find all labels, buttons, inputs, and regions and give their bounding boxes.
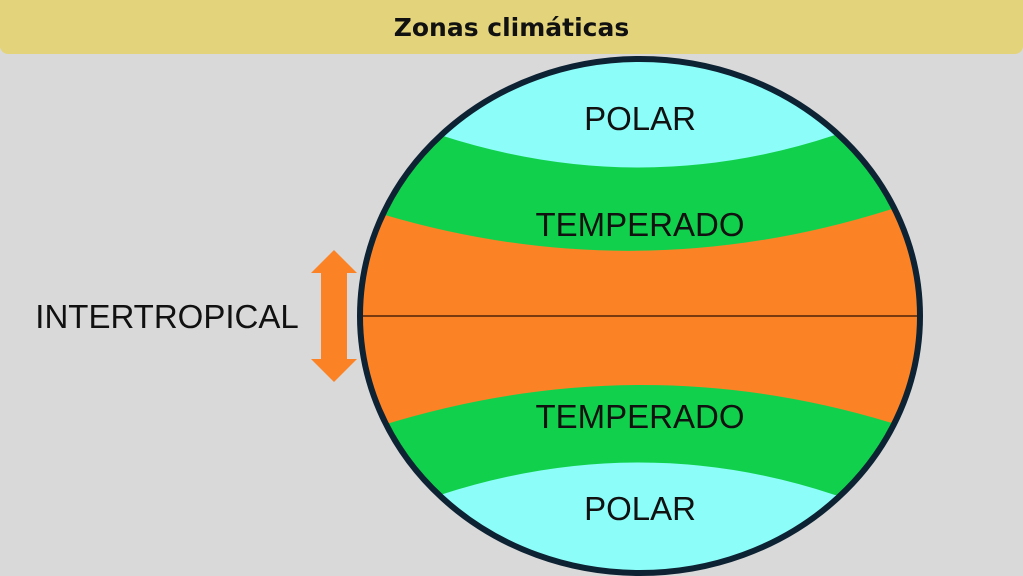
double-arrow-icon	[311, 250, 357, 382]
page-title: Zonas climáticas	[393, 12, 630, 42]
label-intertropical: INTERTROPICAL	[35, 298, 298, 335]
label-polar-bottom: POLAR	[584, 490, 696, 527]
globe	[360, 59, 920, 573]
label-polar-top: POLAR	[584, 100, 696, 137]
title-bar: Zonas climáticas	[0, 0, 1023, 54]
label-temperate-top: TEMPERADO	[535, 206, 744, 243]
label-temperate-bottom: TEMPERADO	[535, 398, 744, 435]
globe-outline	[357, 56, 923, 576]
